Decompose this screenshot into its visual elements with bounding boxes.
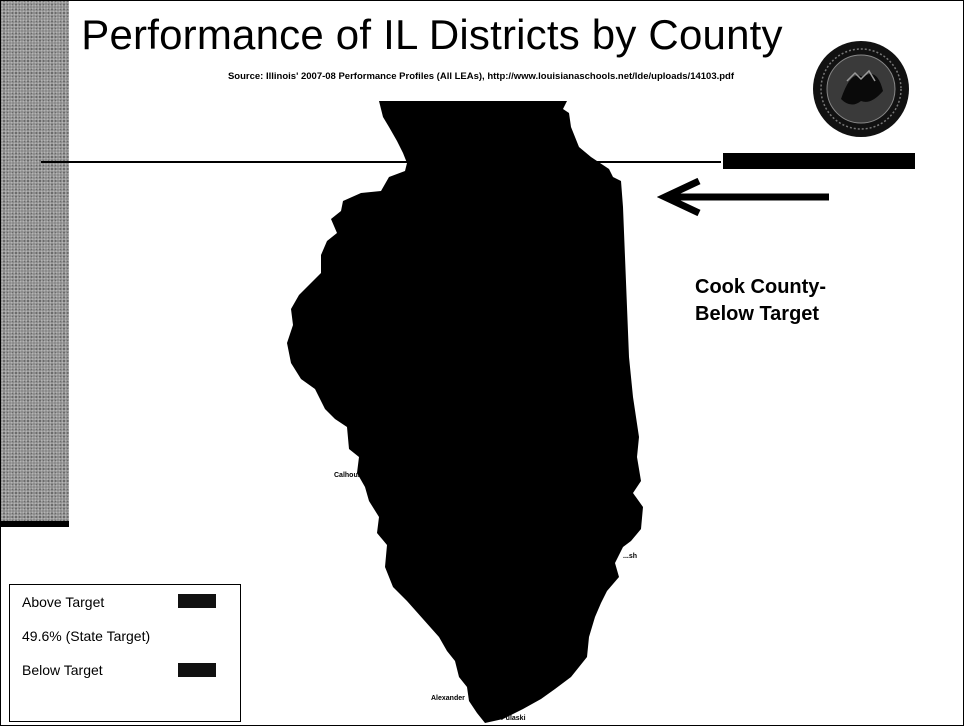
county-label-alexander: Alexander bbox=[431, 695, 465, 702]
county-label-partial: ...sh bbox=[623, 553, 638, 560]
callout-line-2: Below Target bbox=[695, 303, 820, 325]
legend-below-swatch bbox=[178, 663, 216, 677]
legend-below-label: Below Target bbox=[22, 662, 103, 678]
callout-line-1: Cook County- bbox=[695, 276, 827, 298]
map-legend: Above Target 49.6% (State Target) Below … bbox=[9, 584, 241, 722]
legend-target-label: 49.6% (State Target) bbox=[22, 628, 151, 644]
horizontal-rule bbox=[41, 161, 721, 163]
county-label-pulaski: Pulaski bbox=[501, 715, 526, 722]
left-arrow-icon bbox=[657, 177, 829, 217]
county-label-calhoun: Calhoun bbox=[334, 472, 362, 479]
state-seal-icon bbox=[813, 41, 909, 137]
horizontal-rule-bar bbox=[723, 153, 915, 169]
illinois-shape bbox=[287, 101, 643, 723]
illinois-county-map bbox=[287, 101, 643, 723]
legend-above-swatch bbox=[178, 594, 216, 608]
source-citation: Source: Illinois' 2007-08 Performance Pr… bbox=[227, 71, 735, 82]
slide-title: Performance of IL Districts by County bbox=[81, 11, 783, 58]
left-decorative-bar bbox=[1, 1, 69, 527]
callout-text: Cook County- Below Target bbox=[695, 274, 826, 328]
legend-above-label: Above Target bbox=[22, 594, 105, 610]
